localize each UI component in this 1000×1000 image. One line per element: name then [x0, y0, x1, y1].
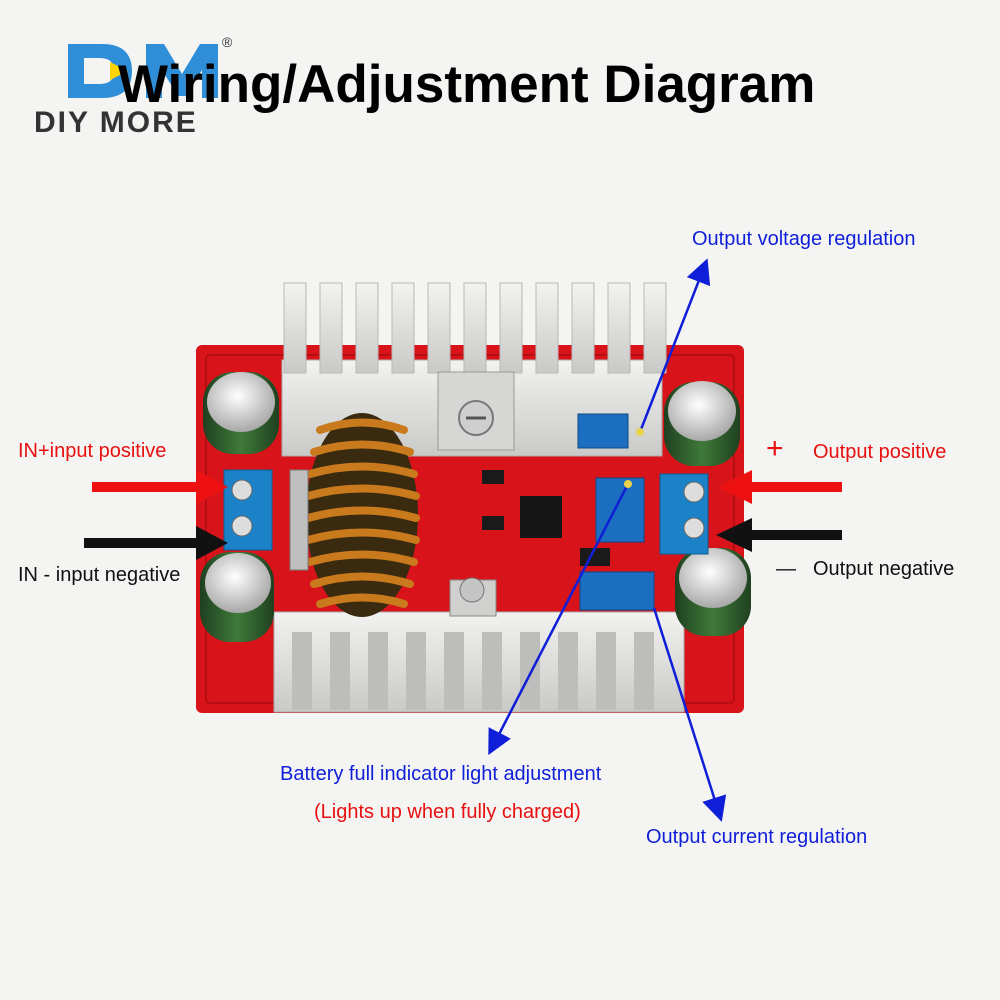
- voltage-leader-arrow: [638, 258, 711, 433]
- plus-symbol: +: [766, 432, 784, 465]
- capacitor-bottom-right: [675, 548, 751, 636]
- ic-chip: [520, 496, 562, 538]
- input-positive-arrow: [92, 470, 228, 504]
- capacitor-top-left: [203, 372, 279, 454]
- output-terminal-block: [659, 473, 709, 555]
- output-positive-arrow: [718, 470, 842, 504]
- diagram-title: Wiring/Adjustment Diagram: [118, 55, 816, 114]
- registered-mark: ®: [222, 34, 233, 50]
- current-potentiometer: [579, 571, 655, 611]
- input-negative-arrow: [84, 526, 228, 560]
- diymore-logo-icon: [68, 44, 218, 98]
- capacitor-top-right: [664, 381, 740, 466]
- input-negative-label: IN - input negative: [18, 564, 181, 586]
- output-voltage-label: Output voltage regulation: [692, 228, 916, 250]
- output-negative-label: Output negative: [813, 558, 955, 580]
- battery-indicator-label: Battery full indicator light adjustment: [280, 763, 602, 785]
- inductor-coil: [304, 413, 420, 617]
- output-negative-arrow: [716, 518, 842, 552]
- voltage-potentiometer: [577, 413, 629, 449]
- input-terminal-block: [223, 469, 273, 551]
- output-current-label: Output current regulation: [646, 826, 868, 848]
- capacitor-bottom-left: [200, 552, 274, 642]
- lights-up-note: (Lights up when fully charged): [314, 801, 581, 823]
- output-positive-label: Output positive: [813, 441, 947, 463]
- current-leader-arrow: [652, 607, 727, 822]
- bottom-heatsink: [273, 577, 685, 713]
- indicator-leader-arrow: [488, 483, 630, 756]
- minus-symbol: —: [776, 558, 796, 580]
- logo-text: DIY MORE: [34, 106, 198, 139]
- input-positive-label: IN+input positive: [18, 440, 167, 462]
